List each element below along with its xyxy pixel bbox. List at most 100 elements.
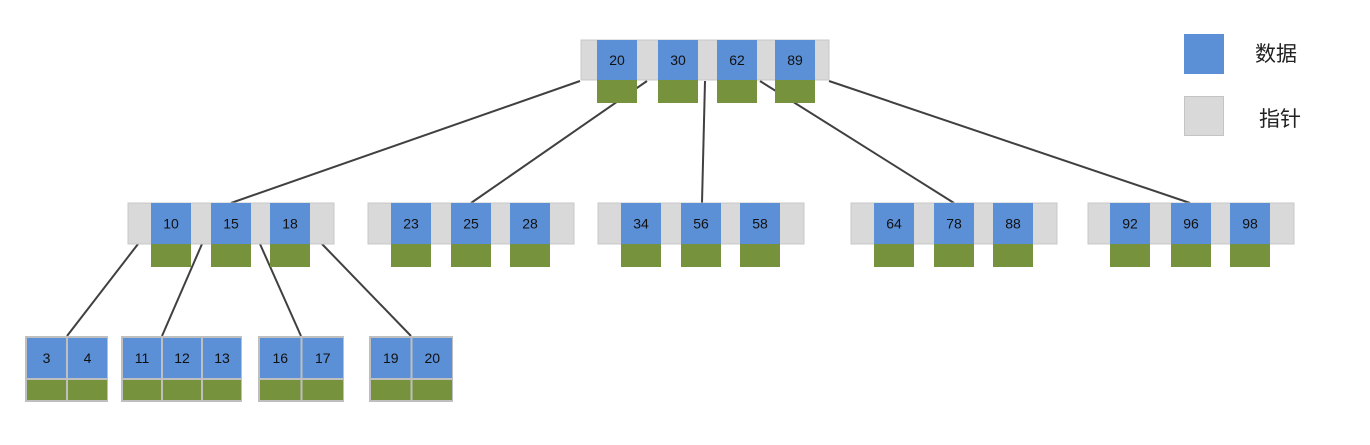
tree-node: 10 15 18 bbox=[127, 202, 335, 267]
key-label: 30 bbox=[670, 52, 686, 68]
key-record-stub bbox=[203, 380, 241, 400]
tree-node: 64 78 88 bbox=[850, 202, 1058, 267]
tree-node: 92 96 98 bbox=[1087, 202, 1295, 267]
key-cell bbox=[391, 203, 431, 244]
key-record-stub bbox=[270, 244, 310, 267]
key-label: 88 bbox=[1005, 216, 1021, 232]
key-cell bbox=[510, 203, 550, 244]
tree-edge bbox=[230, 80, 581, 204]
key-record-stub bbox=[260, 380, 301, 400]
key-cell bbox=[211, 203, 251, 244]
tree-edge bbox=[259, 243, 302, 337]
key-record-stub bbox=[412, 380, 452, 400]
key-cell bbox=[151, 203, 191, 244]
key-record-stub bbox=[27, 380, 66, 400]
key-label: 23 bbox=[403, 216, 419, 232]
key-cell bbox=[874, 203, 914, 244]
tree-node: 20 30 62 89 bbox=[580, 39, 830, 103]
key-label: 3 bbox=[43, 350, 51, 366]
tree-edge bbox=[66, 243, 139, 337]
key-cell bbox=[775, 40, 815, 80]
key-cell bbox=[163, 338, 201, 378]
key-cell bbox=[1230, 203, 1270, 244]
key-label: 15 bbox=[223, 216, 239, 232]
key-record-stub bbox=[371, 380, 411, 400]
key-label: 12 bbox=[174, 350, 190, 366]
key-cell bbox=[203, 338, 241, 378]
key-label: 13 bbox=[214, 350, 230, 366]
key-cell bbox=[371, 338, 411, 378]
key-record-stub bbox=[211, 244, 251, 267]
key-record-stub bbox=[717, 80, 757, 103]
key-record-stub bbox=[302, 380, 343, 400]
key-label: 20 bbox=[424, 350, 440, 366]
key-record-stub bbox=[621, 244, 661, 267]
key-cell bbox=[1171, 203, 1211, 244]
key-cell bbox=[993, 203, 1033, 244]
key-label: 10 bbox=[163, 216, 179, 232]
key-cell bbox=[270, 203, 310, 244]
key-label: 28 bbox=[522, 216, 538, 232]
key-label: 89 bbox=[787, 52, 803, 68]
key-record-stub bbox=[68, 380, 107, 400]
tree-edge bbox=[701, 80, 706, 204]
key-record-stub bbox=[1110, 244, 1150, 267]
key-cell bbox=[597, 40, 637, 80]
key-label: 17 bbox=[315, 350, 331, 366]
key-cell bbox=[1110, 203, 1150, 244]
key-label: 4 bbox=[84, 350, 92, 366]
key-label: 25 bbox=[463, 216, 479, 232]
key-record-stub bbox=[775, 80, 815, 103]
key-record-stub bbox=[163, 380, 201, 400]
legend-data-label: 数据 bbox=[1255, 42, 1297, 66]
key-cell bbox=[451, 203, 491, 244]
key-record-stub bbox=[934, 244, 974, 267]
key-record-stub bbox=[510, 244, 550, 267]
key-record-stub bbox=[391, 244, 431, 267]
key-record-stub bbox=[1171, 244, 1211, 267]
key-label: 19 bbox=[383, 350, 399, 366]
key-record-stub bbox=[123, 380, 161, 400]
key-label: 62 bbox=[729, 52, 745, 68]
key-cell bbox=[681, 203, 721, 244]
key-label: 16 bbox=[272, 350, 288, 366]
key-label: 56 bbox=[693, 216, 709, 232]
key-cell bbox=[658, 40, 698, 80]
key-label: 64 bbox=[886, 216, 902, 232]
legend-data-swatch bbox=[1184, 34, 1224, 74]
key-label: 20 bbox=[609, 52, 625, 68]
legend-pointer-label: 指针 bbox=[1259, 107, 1301, 131]
key-record-stub bbox=[874, 244, 914, 267]
key-cell bbox=[302, 338, 343, 378]
key-record-stub bbox=[1230, 244, 1270, 267]
legend-pointer-swatch bbox=[1184, 96, 1224, 136]
key-label: 92 bbox=[1122, 216, 1138, 232]
key-cell bbox=[934, 203, 974, 244]
key-label: 78 bbox=[946, 216, 962, 232]
key-label: 98 bbox=[1242, 216, 1258, 232]
key-label: 58 bbox=[752, 216, 768, 232]
key-cell bbox=[412, 338, 452, 378]
key-label: 18 bbox=[282, 216, 298, 232]
key-cell bbox=[621, 203, 661, 244]
tree-edge bbox=[321, 243, 412, 337]
key-cell bbox=[68, 338, 107, 378]
key-record-stub bbox=[658, 80, 698, 103]
key-record-stub bbox=[993, 244, 1033, 267]
tree-edge bbox=[828, 80, 1191, 204]
key-record-stub bbox=[151, 244, 191, 267]
key-record-stub bbox=[451, 244, 491, 267]
key-cell bbox=[740, 203, 780, 244]
tree-edge bbox=[161, 243, 203, 337]
key-record-stub bbox=[681, 244, 721, 267]
key-label: 96 bbox=[1183, 216, 1199, 232]
key-cell bbox=[260, 338, 301, 378]
key-cell bbox=[717, 40, 757, 80]
